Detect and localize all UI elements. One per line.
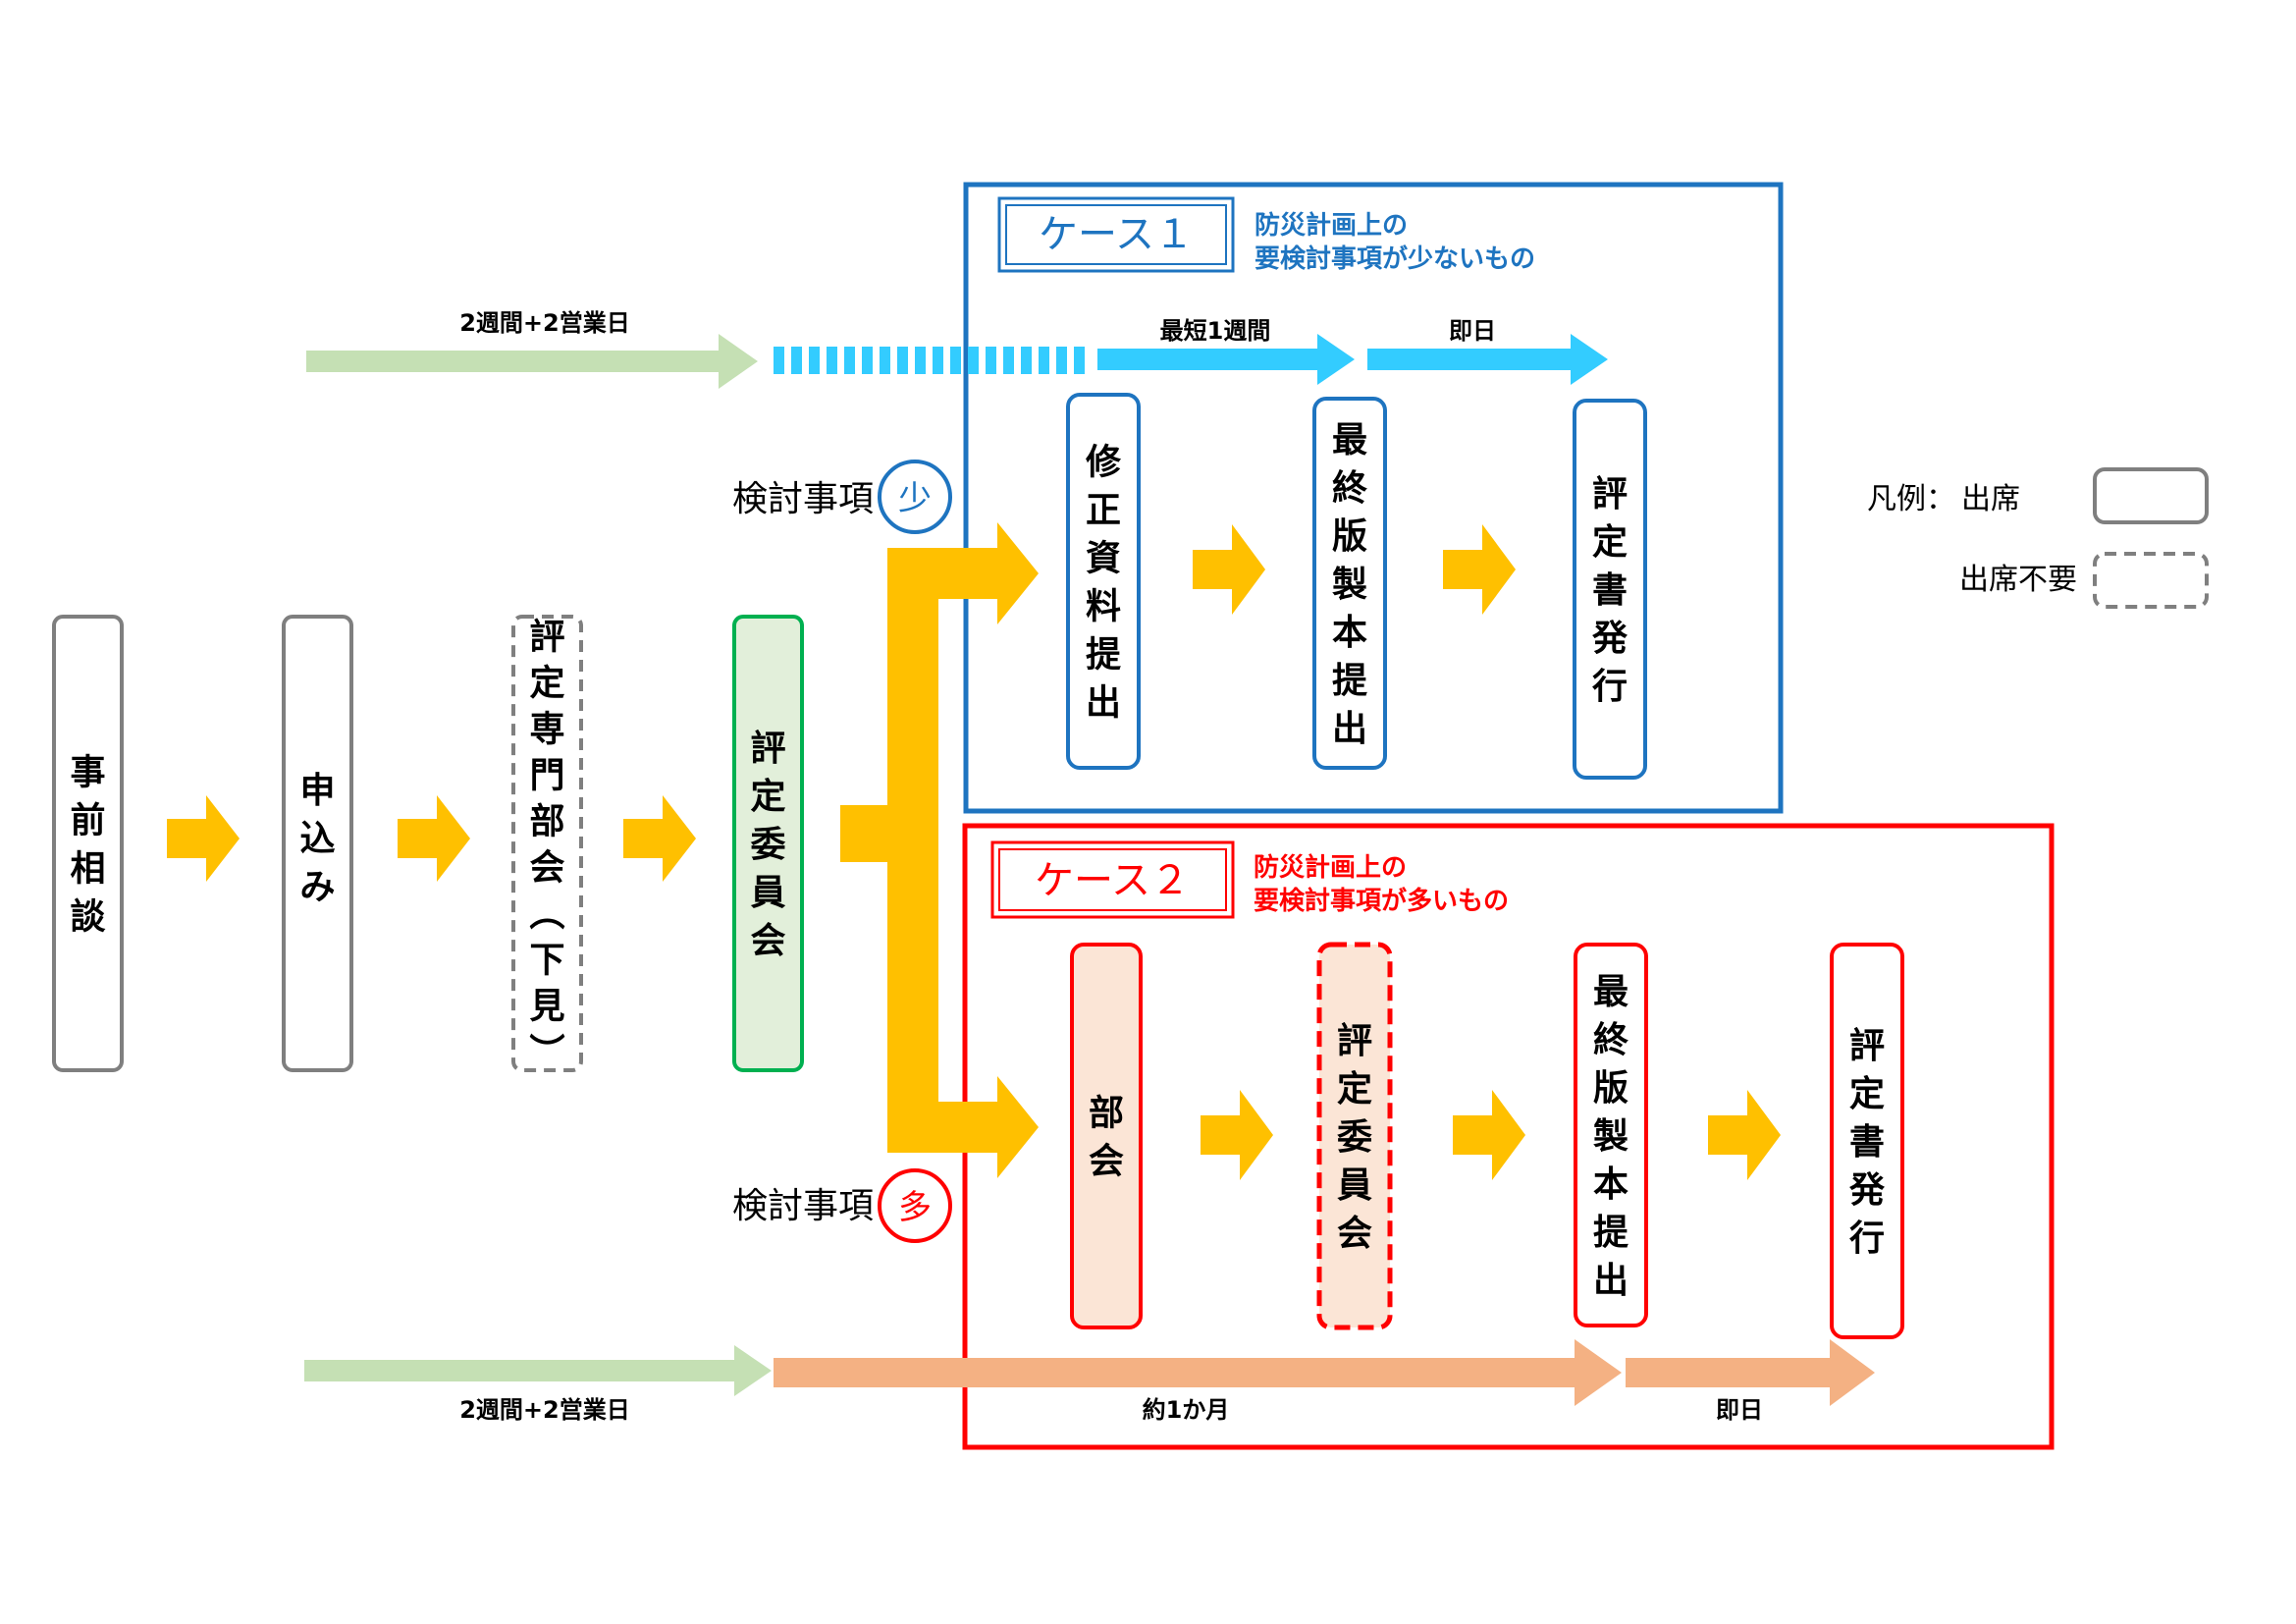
case1-timeline-blue-arrow-2 [1367, 334, 1608, 385]
case2-timeline-orange-arrow-1 [774, 1339, 1622, 1406]
step-subcommittee-label: 評定専門部会︵下見︶ [529, 618, 564, 1073]
case1-desc-line2: 要検討事項が少ないもの [1255, 244, 1535, 274]
topic-many-label: 検討事項 [732, 1186, 874, 1226]
case1-step3-label: 評定書発行 [1592, 474, 1629, 707]
branch-arrow-bottom [887, 1076, 1039, 1178]
flow-yellow-arrows [167, 524, 1781, 1180]
branch-vertical [887, 548, 938, 1153]
step-committee-label: 評定委員会 [750, 729, 785, 961]
case2-timeline-post-label: 即日 [1716, 1396, 1763, 1424]
case1-step1-box [1066, 393, 1141, 770]
case2-desc-line2: 要検討事項が多いもの [1254, 886, 1509, 916]
case2-title-box-outer [990, 840, 1235, 919]
arrow-case1-1 [1193, 524, 1265, 615]
case1-timeline-mid-label: 最短1週間 [1160, 317, 1271, 345]
case1-title-box-inner [1005, 204, 1227, 265]
case2-title: ケース２ [1035, 858, 1190, 903]
arrow-case2-3 [1708, 1090, 1781, 1180]
legend-not-required-label: 出席不要 [1959, 563, 2077, 597]
arrow-subcommittee-to-committee [623, 795, 696, 882]
case2-timeline-pre-label: 2週間+2営業日 [459, 1396, 630, 1424]
case1-step3-box [1573, 399, 1647, 780]
case2-timeline-green-arrow [304, 1345, 772, 1396]
case2-step2-label: 評定委員会 [1337, 1021, 1372, 1254]
case2-step3-label: 最終版製本提出 [1593, 972, 1629, 1301]
case1-step1-label: 修正資料提出 [1086, 443, 1122, 724]
arrow-consult-to-apply [167, 795, 240, 882]
step-consult-label: 事前相談 [70, 753, 105, 938]
arrow-case2-1 [1201, 1090, 1273, 1180]
case1-timeline-blue-arrow-1 [1097, 334, 1355, 385]
topic-few-label: 検討事項 [732, 479, 874, 519]
legend-attend-swatch [2093, 467, 2209, 524]
step-apply-label: 申込み [299, 771, 335, 907]
arrow-case2-2 [1453, 1090, 1525, 1180]
case2-timeline-mid-label: 約1か月 [1143, 1396, 1230, 1424]
case2-step3-box [1574, 943, 1648, 1327]
branch-stem [840, 805, 891, 862]
case2-step2-box [1316, 942, 1393, 1330]
case1-desc-line1: 防災計画上の [1255, 210, 1408, 241]
branch-arrow-top [887, 522, 1039, 624]
case2-step4-label: 評定書発行 [1849, 1026, 1886, 1259]
step-subcommittee-box [511, 615, 583, 1072]
case1-timeline-post-label: 即日 [1449, 317, 1496, 345]
case1-step2-label: 最終版製本提出 [1332, 420, 1367, 749]
case2-timeline-orange-arrow-2 [1626, 1339, 1875, 1406]
case1-frame [963, 182, 1784, 814]
step-committee-box [732, 615, 804, 1072]
arrow-case1-2 [1443, 524, 1516, 615]
step-consult-box [52, 615, 124, 1072]
topic-many-badge: 多 [898, 1188, 932, 1227]
case2-desc-line1: 防災計画上の [1254, 852, 1407, 883]
case1-timeline-green-arrow [306, 334, 758, 389]
topic-many-badge-circle [878, 1168, 952, 1243]
case2-step1-label: 部会 [1089, 1094, 1124, 1182]
case2-title-box-inner [998, 848, 1227, 911]
case1-step2-box [1312, 397, 1387, 770]
legend-prefix: 凡例： [1867, 482, 1955, 516]
step-apply-box [282, 615, 353, 1072]
case1-title-box-outer [997, 196, 1235, 273]
case1-title: ケース１ [1039, 212, 1194, 257]
arrow-apply-to-subcommittee [398, 795, 470, 882]
case2-step4-box [1830, 943, 1904, 1339]
case1-timeline-dashed-arrow [774, 347, 1085, 374]
case1-timeline-pre-label: 2週間+2営業日 [459, 309, 630, 337]
legend-attend-label: 出席 [1961, 482, 2020, 516]
legend-not-required-swatch [2093, 552, 2209, 609]
case2-step1-box [1070, 943, 1143, 1329]
topic-few-badge-circle [878, 460, 952, 534]
topic-few-badge: 少 [898, 479, 932, 518]
